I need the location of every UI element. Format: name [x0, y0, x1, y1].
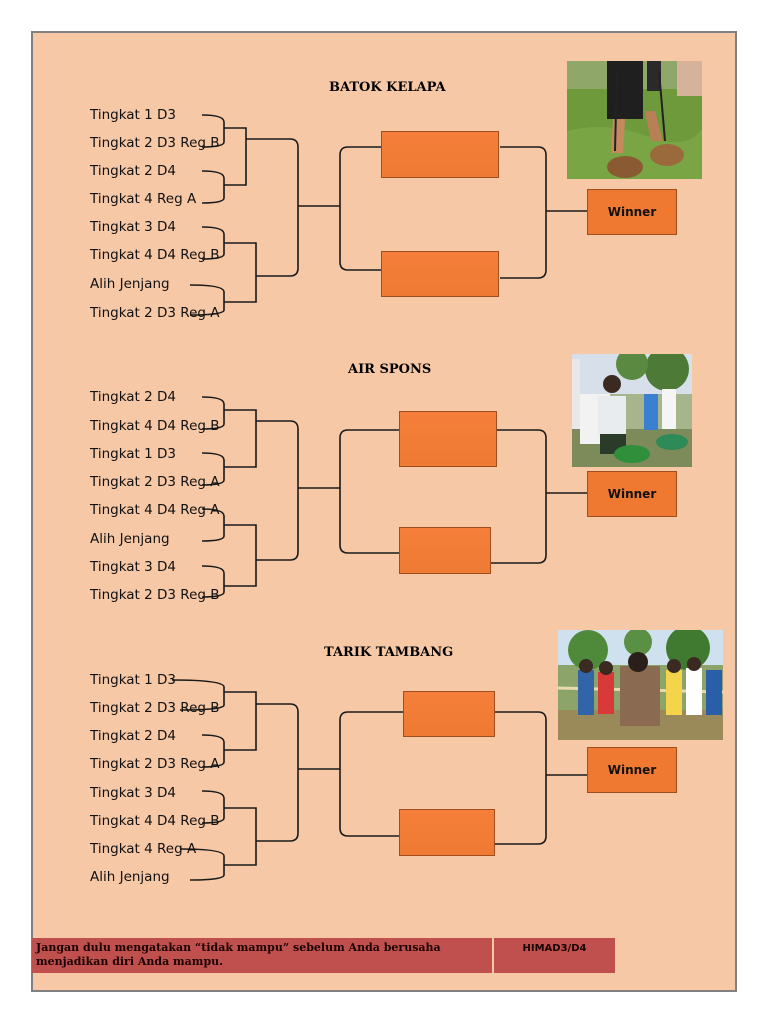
- semifinal-slot: [399, 809, 495, 856]
- team-entry: Tingkat 2 D3 Reg B: [90, 135, 220, 151]
- team-entry: Tingkat 4 Reg A: [90, 191, 197, 207]
- bracket-title-tarik-tambang: TARIK TAMBANG: [324, 645, 454, 660]
- winner-box: Winner: [587, 189, 677, 235]
- team-entry: Tingkat 1 D3: [90, 672, 177, 688]
- bracket-title-air-spons: AIR SPONS: [348, 362, 432, 377]
- coconut-shell-stilts-photo: [567, 61, 702, 179]
- semifinal-slot: [399, 411, 497, 467]
- winner-box: Winner: [587, 471, 677, 517]
- semifinal-slot: [403, 691, 495, 737]
- team-entry: Tingkat 4 D4 Reg B: [90, 813, 220, 829]
- team-entry: Tingkat 2 D3 Reg B: [90, 587, 220, 603]
- team-entry: Tingkat 2 D3 Reg B: [90, 700, 220, 716]
- team-entry: Tingkat 3 D4: [90, 559, 177, 575]
- team-entry: Alih Jenjang: [90, 531, 170, 547]
- team-entry: Tingkat 4 D4 Reg B: [90, 418, 220, 434]
- team-entry: Alih Jenjang: [90, 276, 170, 292]
- bracket-title-batok-kelapa: BATOK KELAPA: [329, 80, 446, 95]
- semifinal-slot: [399, 527, 491, 574]
- team-entry: Alih Jenjang: [90, 869, 170, 885]
- winner-box: Winner: [587, 747, 677, 793]
- team-entry: Tingkat 4 D4 Reg A: [90, 502, 220, 518]
- team-entry: Tingkat 1 D3: [90, 446, 177, 462]
- team-entry: Tingkat 2 D3 Reg A: [90, 756, 220, 772]
- footer-org: HIMAD3/D4: [494, 938, 615, 973]
- team-entry: Tingkat 2 D3 Reg A: [90, 474, 220, 490]
- team-entry: Tingkat 1 D3: [90, 107, 177, 123]
- sponge-water-game-photo: [572, 354, 692, 467]
- semifinal-slot: [381, 131, 499, 178]
- team-entry: Tingkat 4 Reg A: [90, 841, 197, 857]
- team-entry: Tingkat 2 D4: [90, 163, 177, 179]
- team-entry: Tingkat 3 D4: [90, 219, 177, 235]
- team-entry: Tingkat 2 D3 Reg A: [90, 305, 220, 321]
- team-entry: Tingkat 2 D4: [90, 728, 177, 744]
- tug-of-war-photo: [558, 630, 723, 740]
- footer-quote: Jangan dulu mengatakan “tidak mampu” seb…: [32, 938, 492, 973]
- team-entry: Tingkat 4 D4 Reg B: [90, 247, 220, 263]
- team-entry: Tingkat 2 D4: [90, 389, 177, 405]
- semifinal-slot: [381, 251, 499, 297]
- team-entry: Tingkat 3 D4: [90, 785, 177, 801]
